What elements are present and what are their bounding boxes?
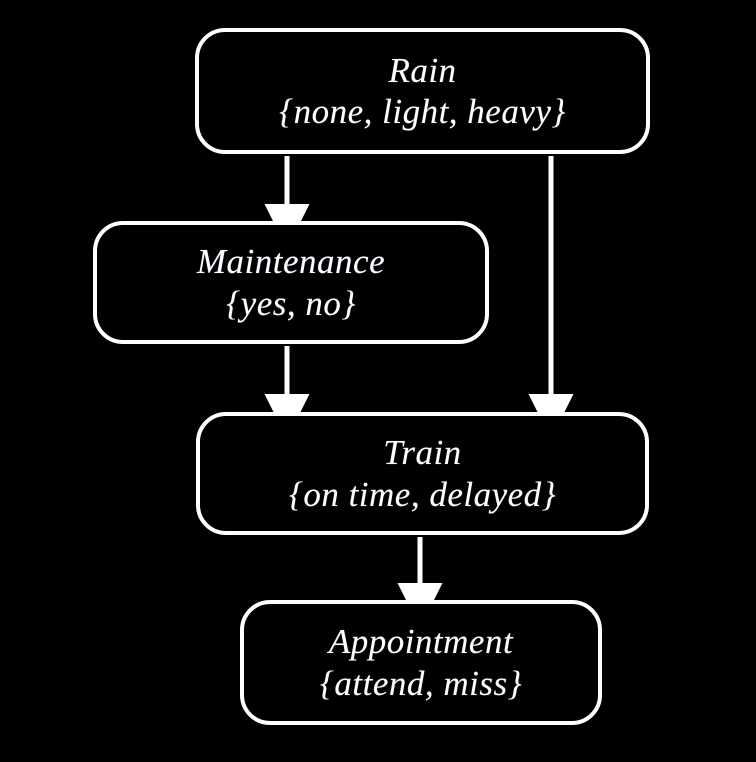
node-maintenance-states: {yes, no} bbox=[226, 283, 356, 323]
node-maintenance-label: Maintenance bbox=[196, 242, 386, 282]
node-appointment-label: Appointment bbox=[328, 622, 514, 662]
node-train-label: Train bbox=[383, 433, 462, 473]
node-appointment-states: {attend, miss} bbox=[319, 663, 523, 703]
node-train[interactable]: Train {on time, delayed} bbox=[196, 412, 649, 535]
node-rain[interactable]: Rain {none, light, heavy} bbox=[195, 28, 650, 154]
node-rain-label: Rain bbox=[388, 50, 457, 90]
node-appointment[interactable]: Appointment {attend, miss} bbox=[240, 600, 602, 725]
node-maintenance[interactable]: Maintenance {yes, no} bbox=[93, 221, 489, 344]
node-rain-states: {none, light, heavy} bbox=[279, 92, 566, 131]
node-train-states: {on time, delayed} bbox=[288, 474, 557, 514]
